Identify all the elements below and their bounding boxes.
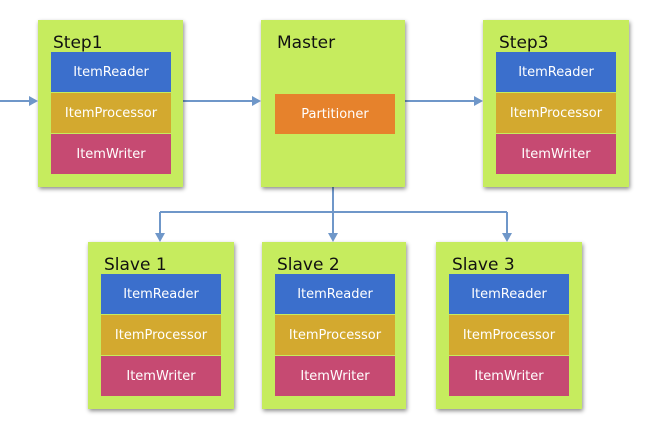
slave3-item-processor: ItemProcessor — [449, 315, 569, 355]
master-title: Master — [277, 33, 336, 53]
master-partitioner: Partitioner — [275, 94, 395, 134]
step1-to-master-arrow — [183, 96, 261, 106]
step1-title: Step1 — [53, 33, 103, 53]
master-to-slaves-connector — [155, 187, 512, 242]
slave1-box: Slave 1 ItemReader ItemProcessor ItemWri… — [88, 242, 234, 409]
step3-item-writer: ItemWriter — [496, 134, 616, 174]
step1-item-reader: ItemReader — [51, 52, 171, 92]
slave2-item-writer: ItemWriter — [275, 356, 395, 396]
step3-box: Step3 ItemReader ItemProcessor ItemWrite… — [483, 20, 629, 187]
slave2-item-processor: ItemProcessor — [275, 315, 395, 355]
slave3-item-reader: ItemReader — [449, 274, 569, 314]
step3-title: Step3 — [499, 33, 549, 53]
master-box: Master Partitioner — [261, 20, 405, 187]
master-to-step3-arrow — [405, 96, 483, 106]
step1-item-processor: ItemProcessor — [51, 93, 171, 133]
step3-item-processor: ItemProcessor — [496, 93, 616, 133]
step1-item-writer: ItemWriter — [51, 134, 171, 174]
step3-item-reader: ItemReader — [496, 52, 616, 92]
slave1-item-writer: ItemWriter — [101, 356, 221, 396]
incoming-arrow — [0, 96, 38, 106]
slave2-item-reader: ItemReader — [275, 274, 395, 314]
slave1-item-reader: ItemReader — [101, 274, 221, 314]
slave2-box: Slave 2 ItemReader ItemProcessor ItemWri… — [262, 242, 406, 409]
slave3-box: Slave 3 ItemReader ItemProcessor ItemWri… — [436, 242, 582, 409]
slave3-item-writer: ItemWriter — [449, 356, 569, 396]
slave1-item-processor: ItemProcessor — [101, 315, 221, 355]
slave2-title: Slave 2 — [277, 255, 340, 275]
slave1-title: Slave 1 — [104, 255, 167, 275]
step1-box: Step1 ItemReader ItemProcessor ItemWrite… — [38, 20, 183, 187]
slave3-title: Slave 3 — [452, 255, 515, 275]
